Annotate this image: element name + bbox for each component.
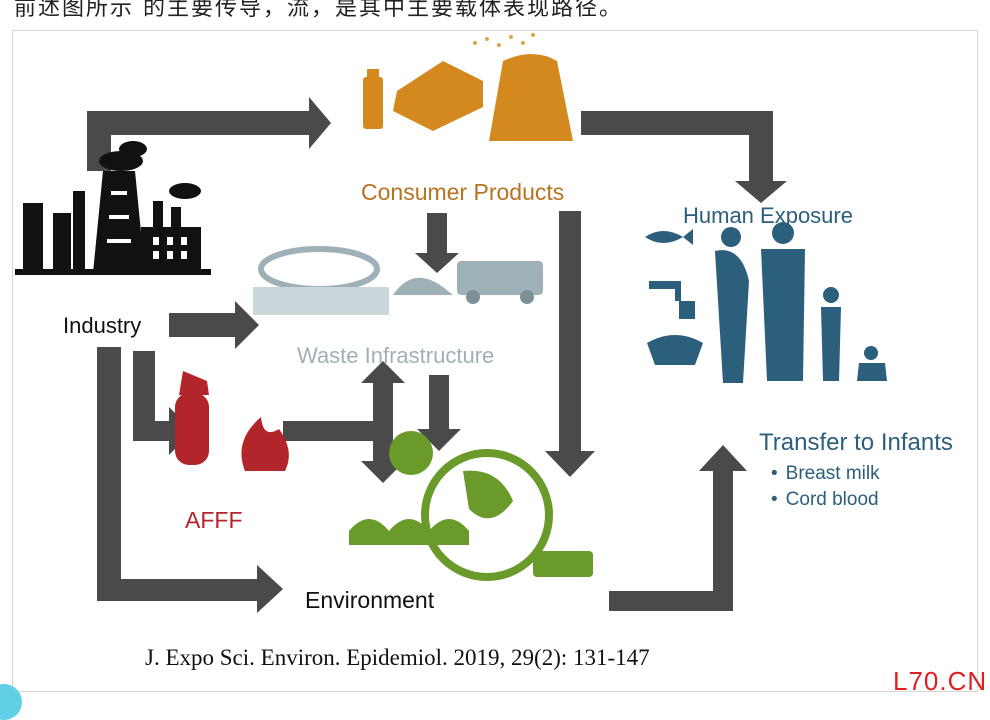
arrow-industry-to-consumer: [87, 97, 331, 171]
pizza-box-icon: [393, 61, 483, 131]
consumer-products-label: Consumer Products: [361, 179, 565, 205]
diagram-graphics: [15, 33, 887, 613]
jacket-icon: [489, 54, 573, 141]
globe-icon: [421, 449, 553, 581]
environment-icon: [349, 431, 593, 581]
arrow-consumer-to-human: [581, 111, 787, 203]
transfer-to-infants-list: Breast milk Cord blood: [771, 461, 880, 513]
flow-arrows: [87, 97, 787, 613]
list-item: Cord blood: [771, 487, 880, 513]
fish-icon: [645, 229, 693, 245]
citation: J. Expo Sci. Environ. Epidemiol. 2019, 2…: [145, 645, 650, 670]
garbage-truck-icon: [457, 261, 543, 295]
factory-icon: [15, 141, 211, 275]
food-container-icon: [647, 335, 703, 365]
waves-icon: [349, 519, 469, 545]
pfas-exposure-diagram: Consumer Products Human Exposure Industr…: [12, 30, 978, 692]
afff-label: AFFF: [185, 507, 243, 533]
sun-icon: [389, 431, 433, 475]
family-silhouette-icon: [715, 222, 887, 383]
arrow-waste-environment-bidirectional: [361, 361, 405, 483]
consumer-products-icon: [363, 33, 573, 141]
arrow-afff-to-waste-link: [283, 421, 373, 441]
human-exposure-icon: [645, 222, 887, 383]
header-fragment: 前述图所示 的主要传导，流，是其中主要载体表现路径。: [14, 0, 623, 21]
arrow-industry-to-environment: [97, 347, 283, 613]
environment-label: Environment: [305, 587, 435, 613]
arrow-consumer-to-environment: [545, 211, 595, 477]
waste-infrastructure-icon: [253, 246, 543, 315]
transfer-to-infants-title: Transfer to Infants: [759, 429, 953, 456]
afff-icon: [175, 371, 289, 471]
arrow-waste-to-environment: [417, 375, 461, 451]
industry-label: Industry: [63, 313, 142, 338]
fire-extinguisher-icon: [175, 393, 209, 465]
arrow-consumer-to-waste: [415, 213, 459, 273]
cup-icon: [679, 301, 695, 319]
flame-icon: [241, 417, 289, 471]
list-item: Breast milk: [771, 461, 880, 487]
spray-can-icon: [363, 77, 383, 129]
site-watermark: L70.CN: [893, 666, 988, 696]
harvester-icon: [533, 551, 593, 577]
faucet-icon: [649, 281, 681, 301]
cropped-header-text: 前述图所示 的主要传导，流，是其中主要载体表现路径。: [0, 0, 990, 22]
human-exposure-label: Human Exposure: [683, 203, 853, 228]
waste-infrastructure-label: Waste Infrastructure: [297, 343, 495, 368]
arrow-industry-to-waste: [169, 301, 259, 349]
arrow-environment-to-transfer: [609, 445, 747, 611]
